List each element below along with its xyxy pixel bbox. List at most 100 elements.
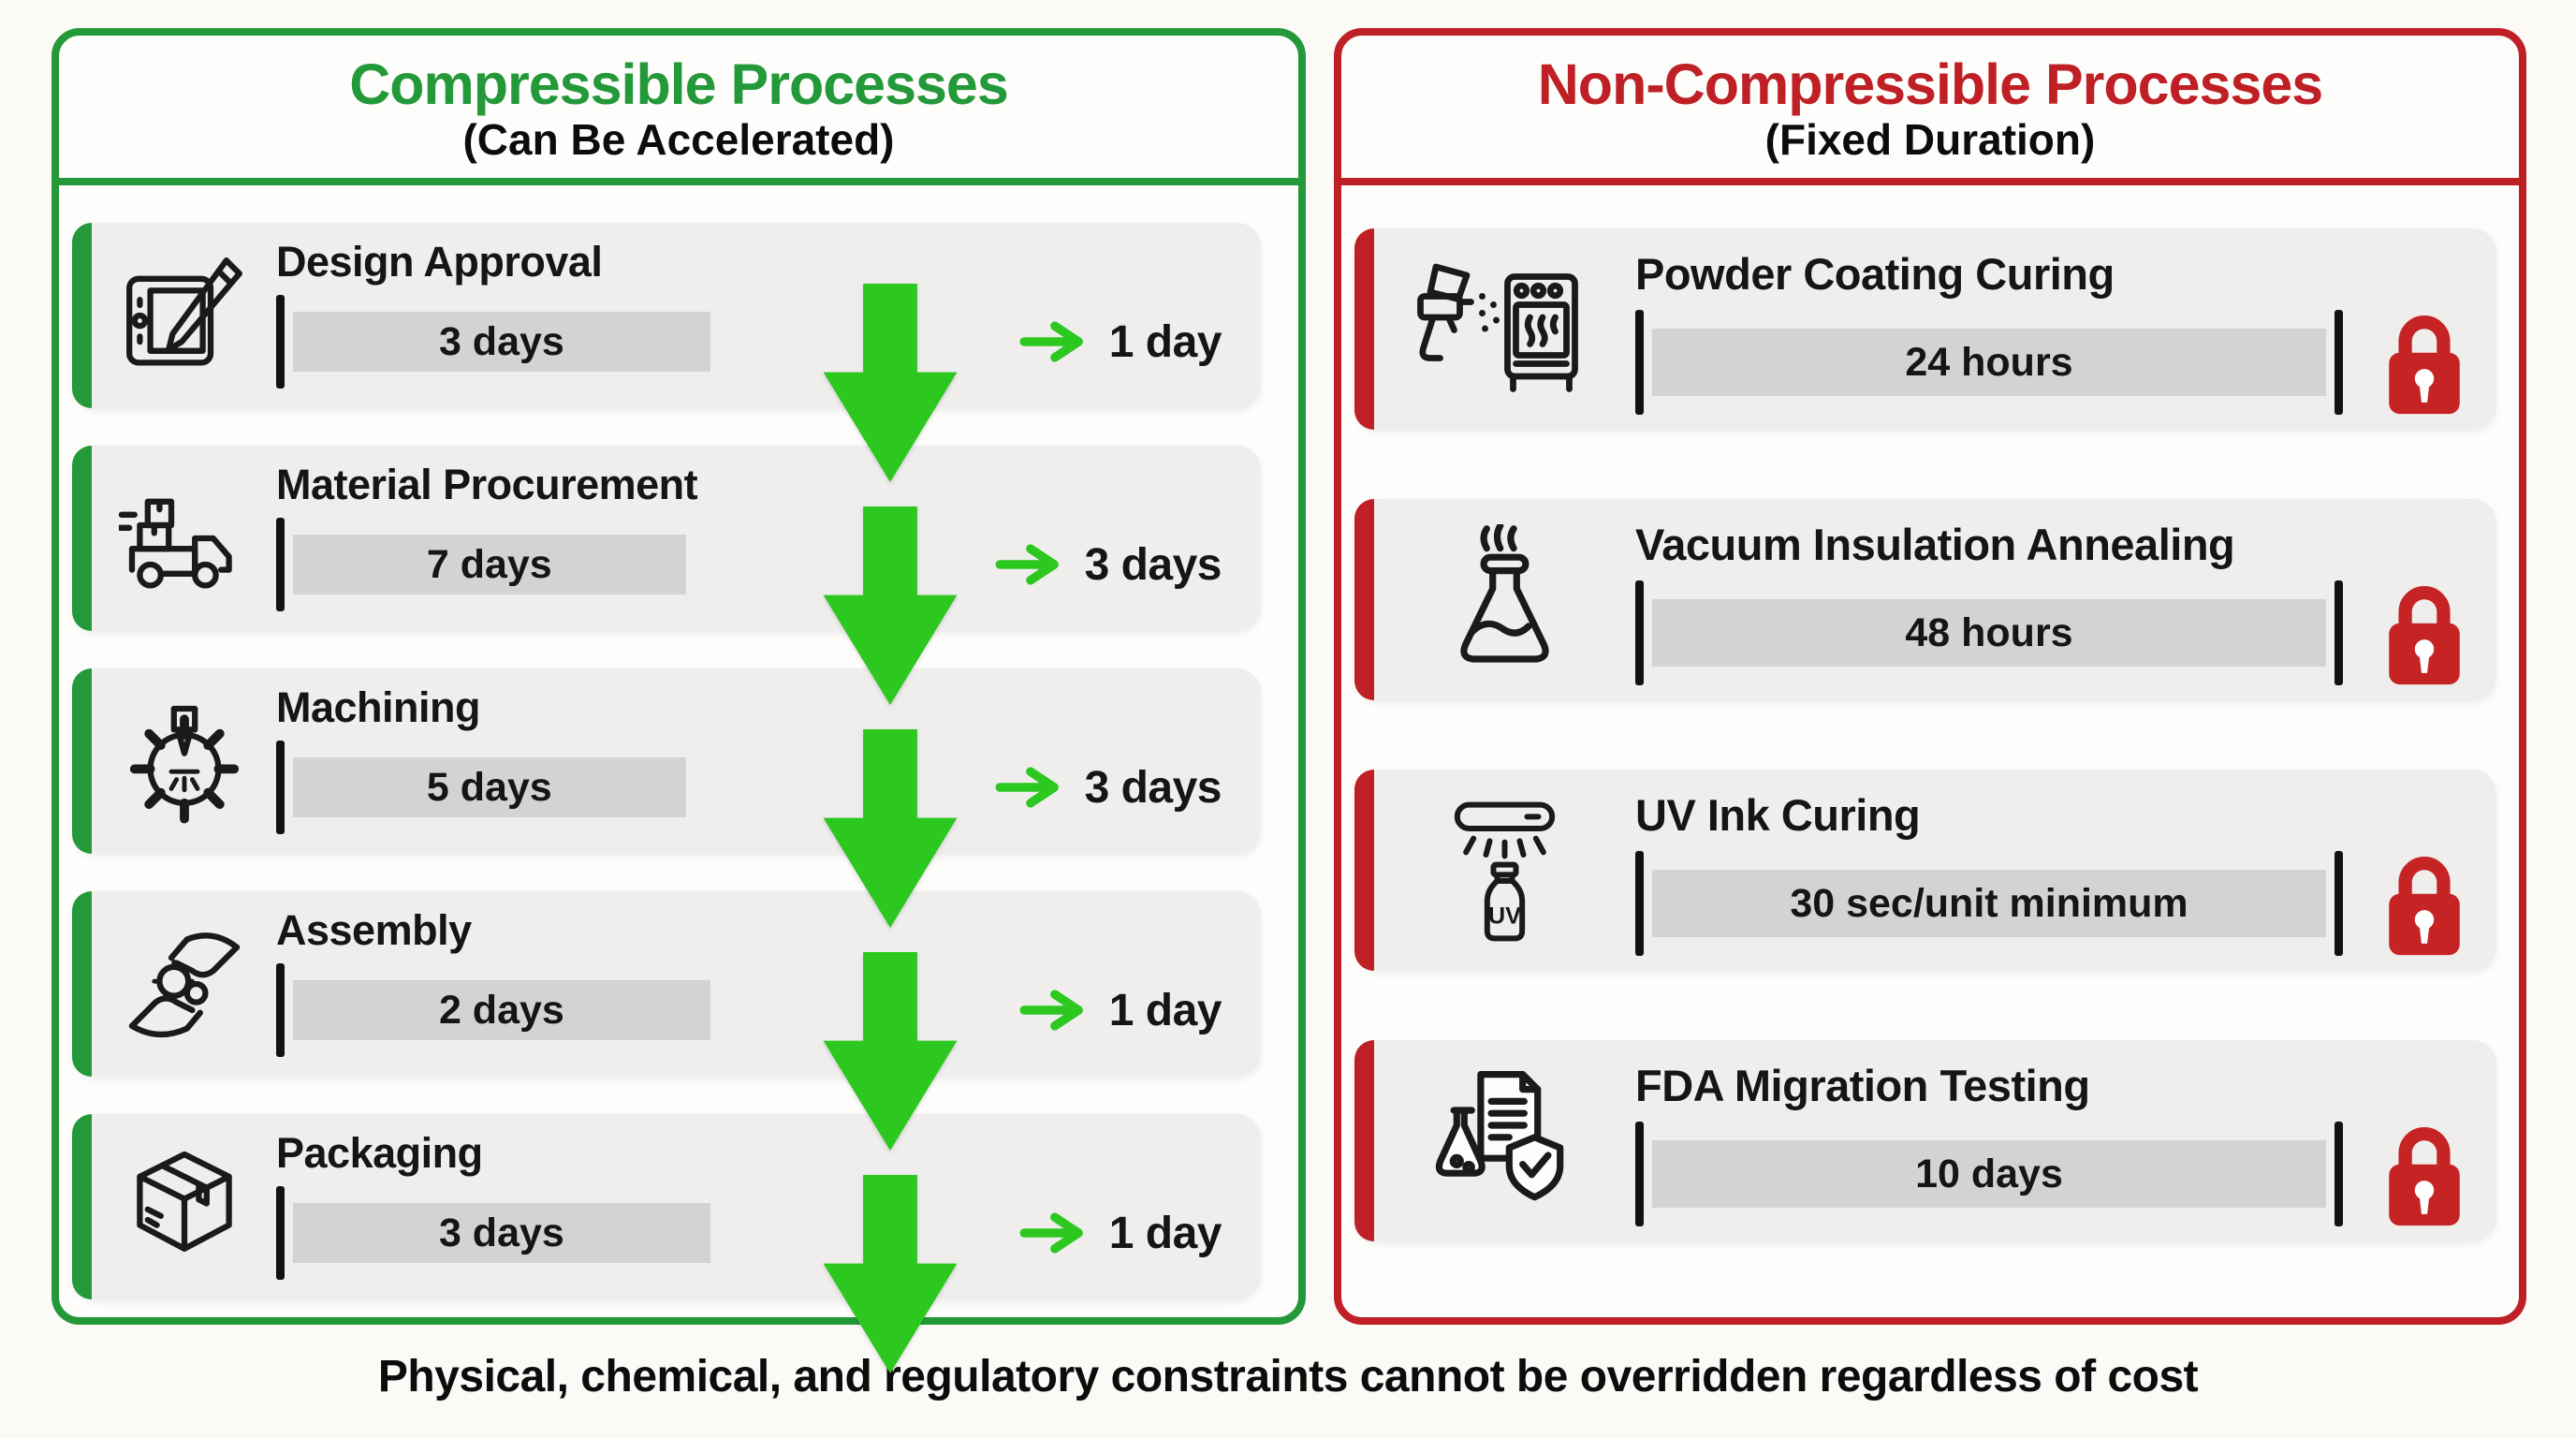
compressed-duration: 1 day xyxy=(1019,985,1222,1036)
duration-bar-row: 2 days 1 day xyxy=(276,952,1222,1152)
duration-text: 10 days xyxy=(1915,1151,2063,1196)
duration-bar-row: 10 days xyxy=(1635,1120,2472,1228)
duration-bar: 2 days xyxy=(293,980,710,1041)
duration-bar-row: 3 days 1 day xyxy=(276,1175,1222,1374)
duration-bar-row: 48 hours xyxy=(1635,579,2472,687)
green-accent-stripe xyxy=(72,445,92,631)
compress-down-arrow-icon xyxy=(819,284,961,483)
lock-icon xyxy=(2377,302,2472,422)
process-label: Packaging xyxy=(276,1128,483,1177)
duration-bar: 24 hours xyxy=(1652,329,2326,397)
bar-start-tick xyxy=(1635,851,1644,957)
bar-end-tick xyxy=(2334,580,2343,686)
bar-end-tick xyxy=(2334,851,2343,957)
duration-text: 3 days xyxy=(438,318,564,364)
duration-bar: 7 days xyxy=(293,535,686,595)
duration-bar-row: 24 hours xyxy=(1635,308,2472,417)
bar-start-tick xyxy=(1635,1122,1644,1227)
duration-text: 24 hours xyxy=(1905,339,2073,385)
duration-text: 30 sec/unit minimum xyxy=(1790,880,2188,926)
compress-down-arrow-icon xyxy=(819,952,961,1152)
compressible-panel-header: Compressible Processes (Can Be Accelerat… xyxy=(59,36,1298,185)
compressed-duration-text: 3 days xyxy=(1084,539,1222,590)
compressible-panel-subtitle: (Can Be Accelerated) xyxy=(462,115,895,165)
lock-icon xyxy=(2377,1114,2472,1234)
compressed-duration: 1 day xyxy=(1019,316,1222,368)
footer-caption: Physical, chemical, and regulatory const… xyxy=(377,1352,2199,1401)
svg-text:UV: UV xyxy=(1488,903,1521,930)
bar-start-tick xyxy=(276,295,285,389)
green-accent-stripe xyxy=(72,222,92,408)
uv-lamp-bottle-icon: UV xyxy=(1354,770,1635,971)
right-arrow-icon xyxy=(1019,1211,1094,1255)
non-compressible-panel: Non-Compressible Processes (Fixed Durati… xyxy=(1334,28,2526,1325)
compressible-rows: Design Approval 3 days 1 day xyxy=(59,185,1298,1374)
non-compressible-panel-header: Non-Compressible Processes (Fixed Durati… xyxy=(1341,36,2519,185)
green-accent-stripe xyxy=(72,890,92,1077)
red-accent-stripe xyxy=(1354,227,1374,430)
spray-gun-oven-icon xyxy=(1354,228,1635,430)
compressible-panel-title: Compressible Processes xyxy=(349,52,1009,116)
package-box-icon xyxy=(72,1114,276,1299)
duration-bar-row: 3 days 1 day xyxy=(276,284,1222,483)
red-accent-stripe xyxy=(1354,769,1374,971)
bar-start-tick xyxy=(276,741,285,835)
process-label: UV Ink Curing xyxy=(1635,789,1921,840)
machining-gear-icon xyxy=(72,668,276,854)
duration-text: 48 hours xyxy=(1905,609,2073,655)
compress-down-arrow-icon xyxy=(819,1175,961,1374)
comparison-panels: Compressible Processes (Can Be Accelerat… xyxy=(51,28,2526,1374)
process-label: Design Approval xyxy=(276,237,603,286)
duration-bar: 5 days xyxy=(293,757,686,818)
bar-start-tick xyxy=(1635,310,1644,416)
fda-shield-test-icon xyxy=(1354,1040,1635,1241)
process-label: Powder Coating Curing xyxy=(1635,248,2115,299)
bar-end-tick xyxy=(2334,310,2343,416)
duration-bar: 3 days xyxy=(293,312,710,373)
compressed-duration-text: 1 day xyxy=(1108,985,1222,1035)
compress-down-arrow-icon xyxy=(819,506,961,706)
non-compressible-process-row: Vacuum Insulation Annealing 48 hours xyxy=(1354,498,2496,700)
compressed-duration: 3 days xyxy=(995,762,1222,814)
compressed-duration-text: 3 days xyxy=(1084,762,1222,813)
process-label: Assembly xyxy=(276,905,472,954)
process-label: Vacuum Insulation Annealing xyxy=(1635,519,2235,569)
compress-down-arrow-icon xyxy=(819,729,961,929)
process-label: Machining xyxy=(276,682,481,731)
compressed-duration-text: 1 day xyxy=(1108,1208,1222,1258)
red-accent-stripe xyxy=(1354,1039,1374,1241)
non-compressible-process-row: UV UV Ink Curing 30 sec/unit minimum xyxy=(1354,769,2496,971)
right-arrow-icon xyxy=(995,542,1070,587)
bar-start-tick xyxy=(276,1186,285,1281)
compressible-process-row: Material Procurement 7 days 3 days xyxy=(72,445,1261,706)
compressible-process-row: Machining 5 days 3 days xyxy=(72,668,1261,929)
duration-bar: 10 days xyxy=(1652,1140,2326,1209)
green-accent-stripe xyxy=(72,1113,92,1299)
bar-start-tick xyxy=(276,518,285,612)
design-tablet-icon xyxy=(72,223,276,408)
duration-text: 7 days xyxy=(426,541,552,587)
duration-text: 5 days xyxy=(426,764,552,810)
compressed-duration: 3 days xyxy=(995,539,1222,591)
duration-bar: 48 hours xyxy=(1652,599,2326,668)
compressed-duration: 1 day xyxy=(1019,1208,1222,1259)
non-compressible-panel-title: Non-Compressible Processes xyxy=(1537,52,2323,116)
process-label: Material Procurement xyxy=(276,460,698,508)
compressible-panel: Compressible Processes (Can Be Accelerat… xyxy=(51,28,1306,1374)
right-arrow-icon xyxy=(1019,988,1094,1033)
compressible-process-row: Assembly 2 days 1 day xyxy=(72,890,1261,1152)
bar-start-tick xyxy=(276,963,285,1058)
compressed-duration-text: 1 day xyxy=(1108,316,1222,367)
duration-text: 3 days xyxy=(438,1210,564,1255)
right-arrow-icon xyxy=(995,765,1070,810)
flask-steam-icon xyxy=(1354,499,1635,700)
duration-bar-row: 30 sec/unit minimum xyxy=(1635,849,2472,958)
duration-bar: 30 sec/unit minimum xyxy=(1652,870,2326,938)
assembly-hands-icon xyxy=(72,891,276,1077)
compressible-process-row: Packaging 3 days 1 day xyxy=(72,1113,1261,1374)
non-compressible-panel-subtitle: (Fixed Duration) xyxy=(1764,115,2096,165)
compressible-process-row: Design Approval 3 days 1 day xyxy=(72,222,1261,483)
non-compressible-rows: Powder Coating Curing 24 hours xyxy=(1341,185,2519,1241)
duration-bar-row: 5 days 3 days xyxy=(276,729,1222,929)
red-accent-stripe xyxy=(1354,498,1374,700)
